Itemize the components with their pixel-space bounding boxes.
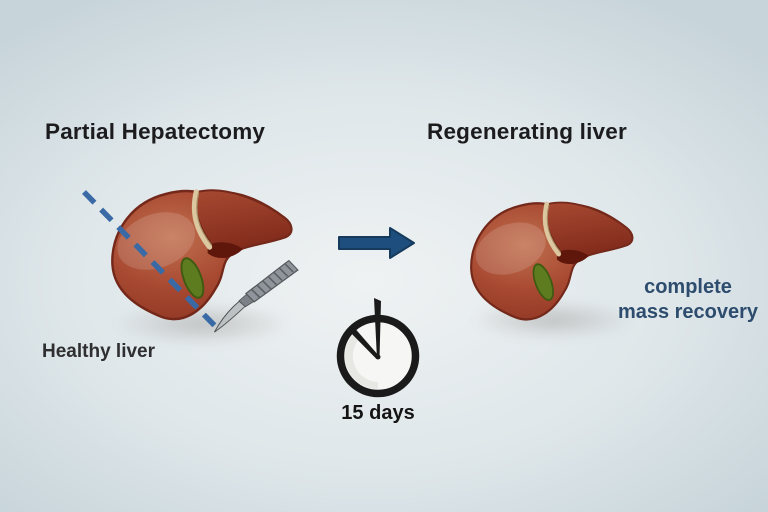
left-panel-title: Partial Hepatectomy [45,119,266,144]
right-arrow-icon [338,227,415,259]
clock-pivot [375,354,381,360]
scalpel-graphic [213,259,299,333]
dashed-incision-line [82,190,218,329]
liver-icon [461,196,641,332]
recovery-line-1: complete [644,276,732,298]
clock-icon [336,298,420,398]
recovery-line-2: mass recovery [617,300,759,323]
right-panel-title: Regenerating liver [427,119,627,144]
recovery-label: complete mass recovery [608,275,768,324]
clock-face-shading [345,333,378,389]
duration-label: 15 days [341,402,415,424]
healthy-liver-label: Healthy liver [42,341,155,362]
scalpel-icon [204,257,304,335]
scalpel-handle-ribs [251,263,294,298]
clock-minute-hand [374,298,381,359]
clock-hour-hand [347,325,379,359]
left-liver-shadow [112,302,292,346]
